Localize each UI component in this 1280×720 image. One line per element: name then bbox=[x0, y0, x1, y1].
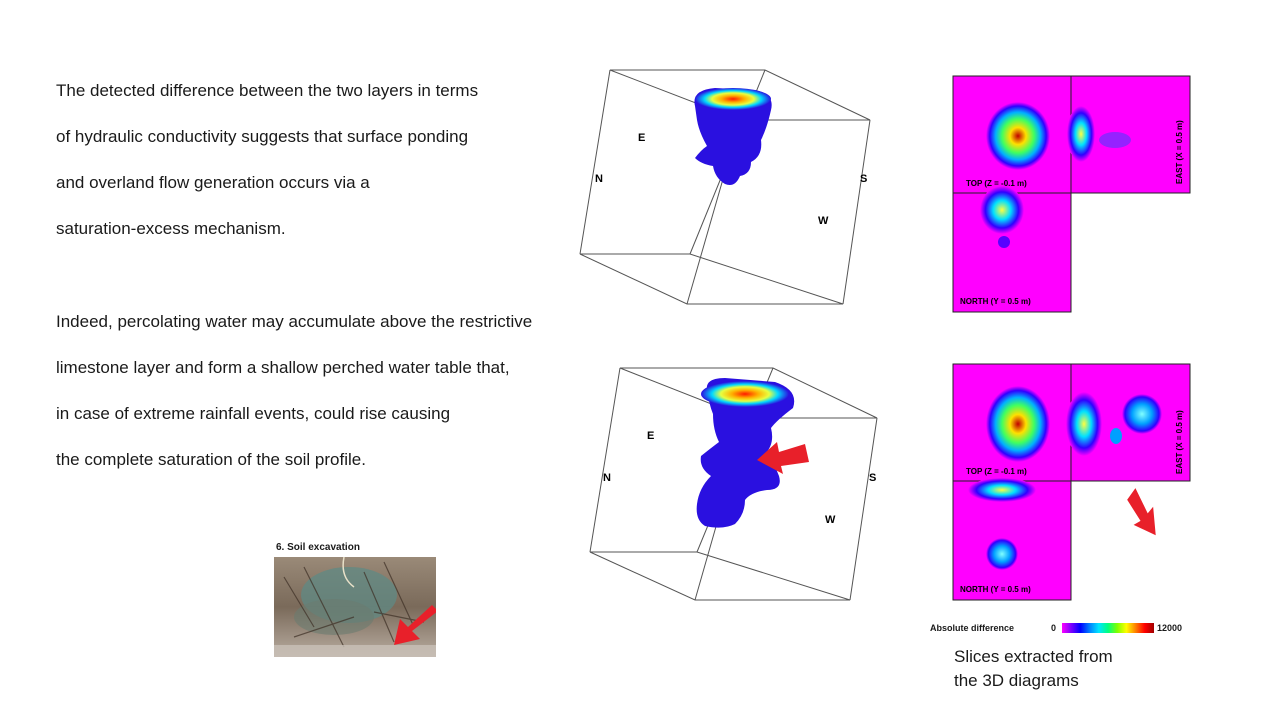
3d-diagram-bottom: E N S W bbox=[589, 367, 878, 601]
direction-label-n: N bbox=[603, 472, 611, 484]
legend-title: Absolute difference bbox=[930, 623, 1015, 633]
color-scale-legend: Absolute difference 0 12000 bbox=[928, 621, 1198, 637]
text-line: saturation-excess mechanism. bbox=[56, 219, 286, 238]
color-scale-bar bbox=[1062, 623, 1154, 633]
plume-blob bbox=[694, 88, 772, 185]
photo-title: 6. Soil excavation bbox=[276, 542, 360, 553]
text-line: the complete saturation of the soil prof… bbox=[56, 450, 366, 469]
red-arrow bbox=[394, 605, 436, 645]
slices-caption: Slices extracted from the 3D diagrams bbox=[954, 645, 1113, 693]
text-line: The detected difference between the two … bbox=[56, 81, 479, 100]
paragraph-perched-water-table: Indeed, percolating water may accumulate… bbox=[56, 313, 532, 497]
3d-diagram-top: E N S W bbox=[579, 69, 871, 305]
text-line: Indeed, percolating water may accumulate… bbox=[56, 312, 533, 331]
text-line: limestone layer and form a shallow perch… bbox=[56, 358, 510, 377]
legend-max: 12000 bbox=[1157, 623, 1183, 633]
soil-excavation-figure: 6. Soil excavation bbox=[270, 542, 440, 662]
slice-label-top: TOP (Z = -0.1 m) bbox=[966, 467, 1027, 476]
slices-panel-bottom: TOP (Z = -0.1 m) NORTH (Y = 0.5 m) EAST … bbox=[952, 363, 1191, 601]
slice-label-north: NORTH (Y = 0.5 m) bbox=[960, 585, 1031, 594]
direction-label-e: E bbox=[647, 430, 654, 442]
direction-label-w: W bbox=[818, 215, 829, 227]
soil-excavation-photo bbox=[274, 557, 436, 657]
direction-label-s: S bbox=[860, 173, 867, 185]
direction-label-w: W bbox=[825, 514, 836, 526]
slice-label-north: NORTH (Y = 0.5 m) bbox=[960, 297, 1031, 306]
slice-label-east: EAST (X = 0.5 m) bbox=[1175, 410, 1184, 474]
direction-label-e: E bbox=[638, 132, 645, 144]
plume-blob bbox=[696, 378, 795, 528]
caption-line: the 3D diagrams bbox=[954, 671, 1079, 690]
text-line: in case of extreme rainfall events, coul… bbox=[56, 404, 451, 423]
slice-label-top: TOP (Z = -0.1 m) bbox=[966, 179, 1027, 188]
direction-label-n: N bbox=[595, 173, 603, 185]
paragraph-hydraulic-conductivity: The detected difference between the two … bbox=[56, 82, 478, 266]
slices-panel-top: TOP (Z = -0.1 m) NORTH (Y = 0.5 m) EAST … bbox=[952, 75, 1191, 313]
caption-line: Slices extracted from bbox=[954, 647, 1113, 666]
red-arrow bbox=[757, 442, 809, 474]
slice-label-east: EAST (X = 0.5 m) bbox=[1175, 120, 1184, 184]
red-arrow bbox=[1127, 488, 1156, 536]
legend-min: 0 bbox=[1051, 623, 1057, 633]
text-line: and overland flow generation occurs via … bbox=[56, 173, 370, 192]
text-line: of hydraulic conductivity suggests that … bbox=[56, 127, 469, 146]
direction-label-s: S bbox=[869, 472, 876, 484]
